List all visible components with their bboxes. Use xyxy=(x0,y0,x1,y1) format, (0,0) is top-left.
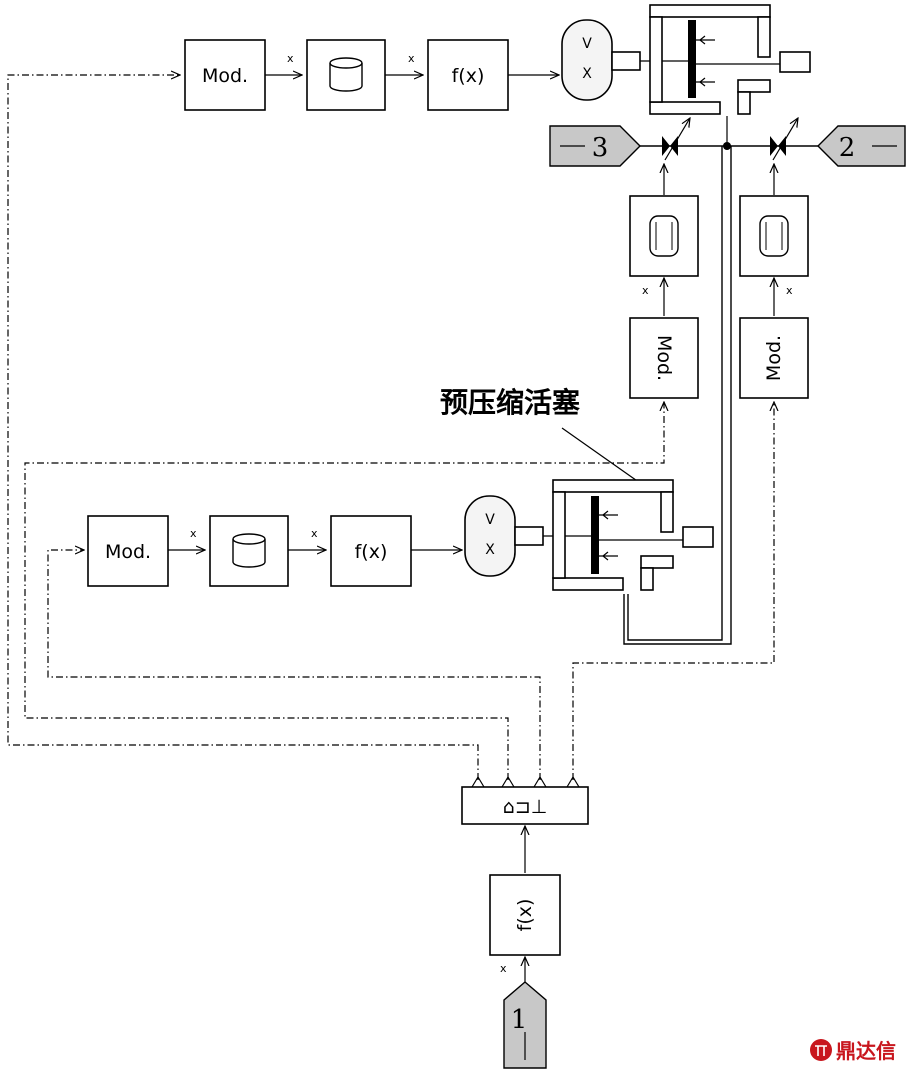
signal-mark: x xyxy=(311,527,318,540)
callout-text: 预压缩活塞 xyxy=(440,386,580,419)
demux-label: ⌂⊐⊥ xyxy=(503,796,548,818)
vx-x-label: X xyxy=(582,66,592,82)
callout: 预压缩活塞 xyxy=(440,386,651,491)
integrator-block-right[interactable] xyxy=(739,195,809,277)
fx-rotated-label: f(x) xyxy=(514,899,536,932)
top-chain: Mod. x x f(x) V X xyxy=(184,4,811,115)
vx-sensor-bottom[interactable] xyxy=(464,495,516,577)
vx-v-label: V xyxy=(582,36,592,52)
piston-bottom[interactable] xyxy=(552,479,714,591)
upper-column-left: x Mod. xyxy=(629,164,699,399)
port-3-label: 3 xyxy=(592,133,609,163)
valve-right[interactable] xyxy=(770,118,798,161)
input-port-1[interactable]: 1 xyxy=(503,981,547,1069)
capsule-icon xyxy=(759,215,789,257)
signal-mark: x xyxy=(287,52,294,65)
signal-mark: x xyxy=(190,527,197,540)
mod-label-top: Mod. xyxy=(202,65,248,87)
input-1-label: 1 xyxy=(511,1005,528,1035)
demux: ⌂⊐⊥ f(x) x xyxy=(461,775,589,985)
signal-mark: x xyxy=(642,284,649,297)
cylinder-icon xyxy=(329,57,363,92)
signal-mark: x xyxy=(786,284,793,297)
upper-column-right: x Mod. xyxy=(739,164,809,399)
connector-bottom xyxy=(514,526,544,546)
vx-x-label: X xyxy=(485,542,495,558)
mod-block-top[interactable] xyxy=(184,39,266,111)
vx-sensor-top[interactable] xyxy=(561,19,613,101)
vx-v-label: V xyxy=(485,512,495,528)
piston-top[interactable] xyxy=(649,4,811,115)
demux-block[interactable] xyxy=(461,786,589,825)
valve-left[interactable] xyxy=(662,118,690,161)
cylinder-icon xyxy=(232,533,266,568)
fx-label-bottom: f(x) xyxy=(355,541,388,563)
signal-mark: x xyxy=(408,52,415,65)
fx-label-top: f(x) xyxy=(452,65,485,87)
signal-lines xyxy=(7,75,774,780)
storage-block-bottom[interactable] xyxy=(209,515,289,587)
port-2[interactable]: 2 xyxy=(817,125,906,167)
mod-label-bottom: Mod. xyxy=(105,541,151,563)
bottom-chain: Mod. x x f(x) V X xyxy=(87,479,714,591)
mod-block-rotated-left[interactable] xyxy=(629,317,699,399)
mod-block-bottom[interactable] xyxy=(87,515,169,587)
watermark-text: 鼎达信 xyxy=(836,1039,896,1063)
connector-top xyxy=(611,51,641,71)
watermark: 鼎达信 xyxy=(810,1039,896,1063)
mod-rotated-label-left: Mod. xyxy=(653,335,675,381)
fx-block-bottom[interactable] xyxy=(330,515,412,587)
signal-mark: x xyxy=(500,962,507,975)
integrator-block-left[interactable] xyxy=(629,195,699,277)
mod-rotated-label-right: Mod. xyxy=(763,335,785,381)
logo-icon xyxy=(810,1039,832,1061)
port-3[interactable]: 3 xyxy=(549,125,641,167)
port-2-label: 2 xyxy=(839,133,856,163)
storage-block-top[interactable] xyxy=(306,39,386,111)
mod-block-rotated-right[interactable] xyxy=(739,317,809,399)
fx-block-rotated[interactable] xyxy=(489,874,561,956)
capsule-icon xyxy=(649,215,679,257)
